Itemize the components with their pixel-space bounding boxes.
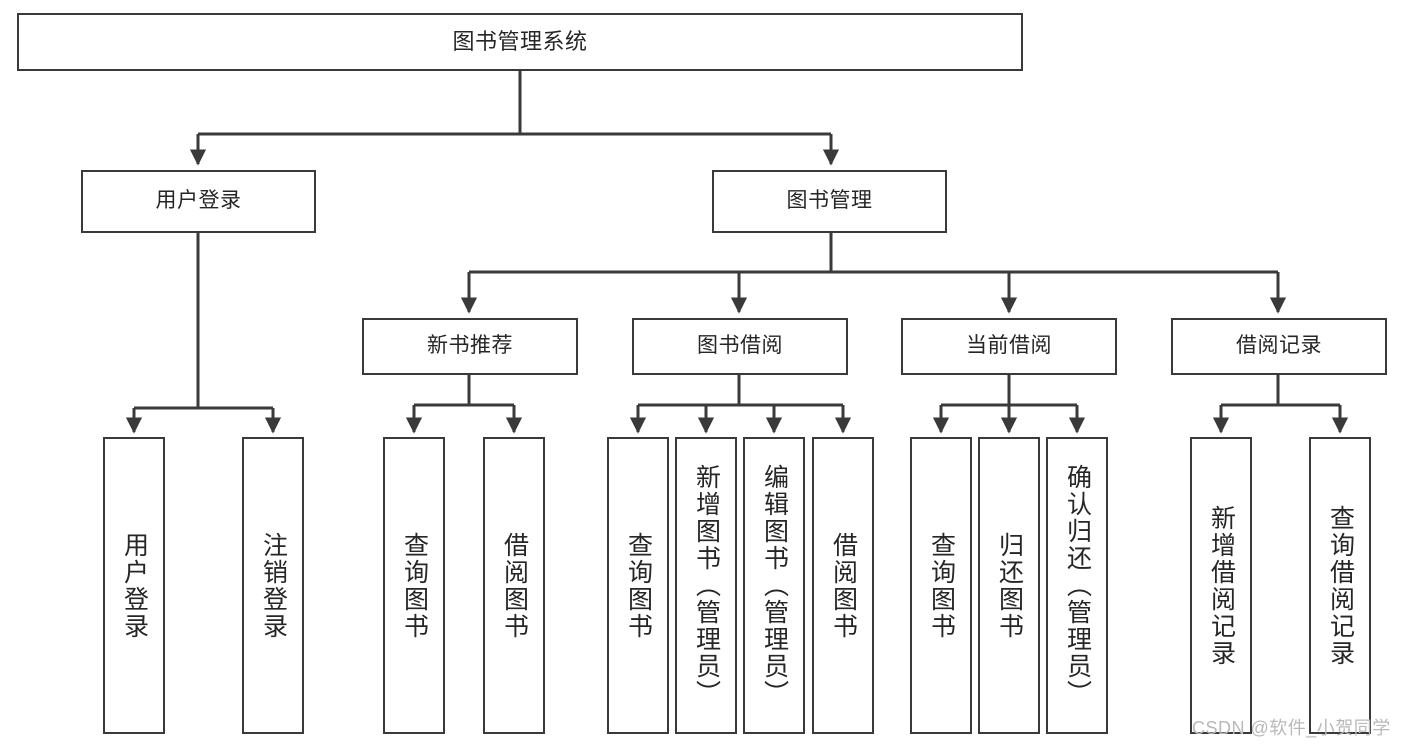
node-leaf-add-record[interactable]: 新增借阅记录	[1190, 437, 1252, 734]
node-leaf-return-book-label: 归还图书	[995, 531, 1024, 640]
node-borrow-record-label: 借阅记录	[1236, 334, 1322, 358]
node-leaf-edit-book[interactable]: 编辑图书（管理员）	[743, 437, 805, 734]
node-leaf-query-book-1-label: 查询图书	[400, 531, 429, 640]
node-leaf-borrow-book-1[interactable]: 借阅图书	[483, 437, 545, 734]
node-leaf-user-login-label: 用户登录	[120, 531, 149, 640]
node-borrow-record[interactable]: 借阅记录	[1171, 318, 1387, 375]
node-root[interactable]: 图书管理系统	[17, 13, 1023, 71]
node-leaf-query-book-3[interactable]: 查询图书	[910, 437, 972, 734]
node-book-borrow[interactable]: 图书借阅	[632, 318, 848, 375]
node-leaf-query-book-1[interactable]: 查询图书	[383, 437, 445, 734]
node-leaf-query-book-2[interactable]: 查询图书	[607, 437, 669, 734]
node-leaf-query-record-label: 查询借阅记录	[1326, 504, 1355, 667]
node-leaf-user-login[interactable]: 用户登录	[103, 437, 165, 734]
node-leaf-confirm-return[interactable]: 确认归还（管理员）	[1046, 437, 1108, 734]
node-leaf-logout-login-label: 注销登录	[259, 531, 288, 640]
node-leaf-add-record-label: 新增借阅记录	[1207, 504, 1236, 667]
node-leaf-query-record[interactable]: 查询借阅记录	[1309, 437, 1371, 734]
node-user-login[interactable]: 用户登录	[81, 170, 316, 233]
node-leaf-add-book-label: 新增图书（管理员）	[692, 464, 721, 707]
node-leaf-logout-login[interactable]: 注销登录	[242, 437, 304, 734]
node-new-book-recommend-label: 新书推荐	[427, 334, 513, 358]
node-book-manage-label: 图书管理	[786, 189, 873, 213]
node-current-borrow-label: 当前借阅	[966, 334, 1052, 358]
node-root-label: 图书管理系统	[452, 29, 588, 55]
node-leaf-edit-book-label: 编辑图书（管理员）	[760, 464, 789, 707]
node-leaf-confirm-return-label: 确认归还（管理员）	[1063, 464, 1092, 707]
node-leaf-borrow-book-1-label: 借阅图书	[500, 531, 529, 640]
node-current-borrow[interactable]: 当前借阅	[901, 318, 1117, 375]
node-user-login-label: 用户登录	[155, 189, 242, 213]
node-leaf-add-book[interactable]: 新增图书（管理员）	[675, 437, 737, 734]
node-book-manage[interactable]: 图书管理	[712, 170, 947, 233]
node-book-borrow-label: 图书借阅	[697, 334, 783, 358]
node-leaf-return-book[interactable]: 归还图书	[978, 437, 1040, 734]
node-leaf-borrow-book-2-label: 借阅图书	[829, 531, 858, 640]
node-leaf-borrow-book-2[interactable]: 借阅图书	[812, 437, 874, 734]
node-leaf-query-book-2-label: 查询图书	[624, 531, 653, 640]
node-leaf-query-book-3-label: 查询图书	[927, 531, 956, 640]
csdn-watermark: CSDN @软件_小贺同学	[1192, 718, 1391, 738]
node-new-book-recommend[interactable]: 新书推荐	[362, 318, 578, 375]
